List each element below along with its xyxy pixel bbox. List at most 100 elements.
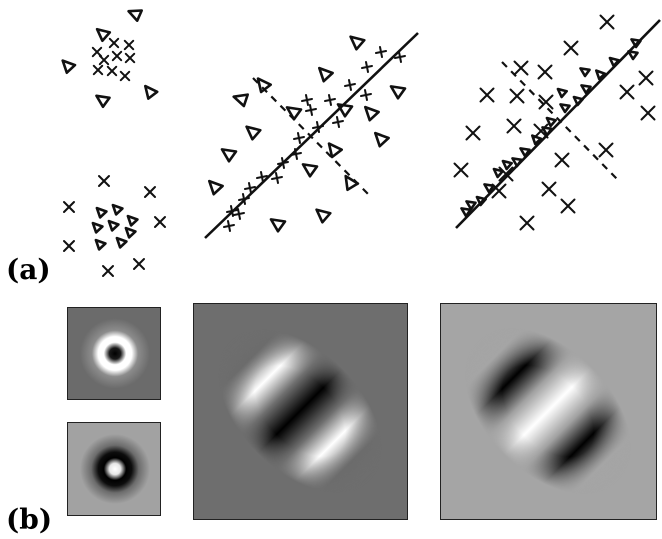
- triangle-marker: [530, 134, 543, 146]
- triangle-marker: [389, 85, 407, 100]
- triangle-marker: [349, 35, 366, 51]
- triangle-marker: [579, 67, 591, 78]
- x-marker: [119, 70, 131, 82]
- triangle-marker: [95, 27, 112, 43]
- triangle-marker: [627, 50, 639, 61]
- plus-marker: [290, 148, 302, 160]
- plus-marker: [271, 172, 283, 184]
- x-marker: [98, 175, 110, 187]
- x-marker: [133, 258, 145, 270]
- x-marker: [108, 37, 120, 49]
- x-marker: [563, 40, 579, 56]
- x-marker: [111, 50, 123, 62]
- panel-b-label: (b): [6, 503, 53, 536]
- x-marker: [509, 88, 525, 104]
- plus-marker: [277, 157, 289, 169]
- x-marker: [144, 186, 156, 198]
- dashed-axis-line: [252, 77, 373, 199]
- x-marker: [519, 215, 535, 231]
- panel-a-plot-1: [61, 9, 166, 277]
- plus-marker: [394, 51, 406, 63]
- x-marker: [453, 162, 469, 178]
- filter-image: [186, 297, 414, 525]
- triangle-marker: [301, 163, 319, 178]
- triangle-marker: [245, 125, 262, 141]
- filter-image: [433, 296, 662, 526]
- x-marker: [63, 240, 75, 252]
- triangle-marker: [91, 221, 104, 234]
- triangle-marker: [94, 238, 107, 251]
- triangle-marker: [630, 38, 642, 49]
- triangle-marker: [115, 236, 128, 249]
- triangle-marker: [111, 203, 124, 216]
- triangle-marker: [144, 84, 159, 100]
- triangle-marker: [580, 84, 592, 95]
- x-marker: [599, 14, 615, 30]
- plus-marker: [238, 193, 250, 205]
- x-marker: [541, 181, 557, 197]
- panel-a-label: (a): [6, 253, 51, 286]
- plus-marker: [305, 104, 317, 116]
- filter-center-surround-dark: [67, 307, 161, 400]
- x-marker: [491, 183, 507, 199]
- triangle-marker: [572, 95, 585, 107]
- plus-marker: [301, 94, 313, 106]
- filter-center-surround-bright: [67, 422, 161, 516]
- triangle-marker: [511, 157, 523, 168]
- triangle-marker: [556, 87, 569, 99]
- x-marker: [123, 39, 135, 51]
- triangle-marker: [492, 167, 505, 179]
- triangle-marker: [460, 207, 472, 218]
- solid-axis-line: [455, 19, 661, 229]
- filter-image: [68, 308, 160, 399]
- triangle-marker: [95, 94, 111, 109]
- triangle-marker: [285, 106, 303, 121]
- x-marker: [513, 60, 529, 76]
- dashed-axis-line: [501, 61, 619, 181]
- triangle-marker: [95, 206, 108, 219]
- x-marker: [538, 94, 554, 110]
- triangle-marker: [608, 56, 621, 68]
- panel-a-plot-2: [204, 32, 419, 239]
- filter-image: [68, 423, 160, 515]
- plus-marker: [256, 171, 268, 183]
- triangle-marker: [541, 126, 553, 137]
- triangle-marker: [336, 103, 354, 118]
- triangle-marker: [124, 226, 137, 239]
- plus-marker: [244, 182, 256, 194]
- filter-oriented-2: [433, 296, 662, 526]
- triangle-marker: [483, 183, 495, 194]
- triangle-marker: [519, 147, 531, 158]
- x-marker: [506, 118, 522, 134]
- triangle-marker: [317, 66, 334, 83]
- triangle-marker: [107, 219, 120, 232]
- x-marker: [124, 52, 136, 64]
- triangle-marker: [61, 59, 77, 74]
- triangle-marker: [208, 179, 224, 196]
- triangle-marker: [327, 142, 344, 159]
- panel-a-plot-3: [453, 14, 661, 231]
- x-marker: [560, 198, 576, 214]
- plus-marker: [223, 220, 235, 232]
- x-marker: [554, 152, 570, 168]
- triangle-marker: [501, 159, 514, 171]
- plus-marker: [233, 208, 245, 220]
- x-marker: [154, 216, 166, 228]
- x-marker: [619, 84, 635, 100]
- panel-a-sketches: [61, 9, 661, 277]
- triangle-marker: [232, 93, 249, 108]
- x-marker: [537, 64, 553, 80]
- plus-marker: [375, 46, 387, 58]
- plus-marker: [324, 94, 336, 106]
- triangle-marker: [363, 105, 380, 122]
- triangle-marker: [373, 131, 390, 148]
- x-marker: [498, 166, 514, 182]
- plus-marker: [293, 132, 305, 144]
- x-marker: [63, 201, 75, 213]
- triangle-marker: [127, 9, 143, 23]
- plus-marker: [226, 205, 238, 217]
- triangle-marker: [475, 195, 488, 207]
- x-marker: [92, 64, 104, 76]
- plus-marker: [312, 121, 324, 133]
